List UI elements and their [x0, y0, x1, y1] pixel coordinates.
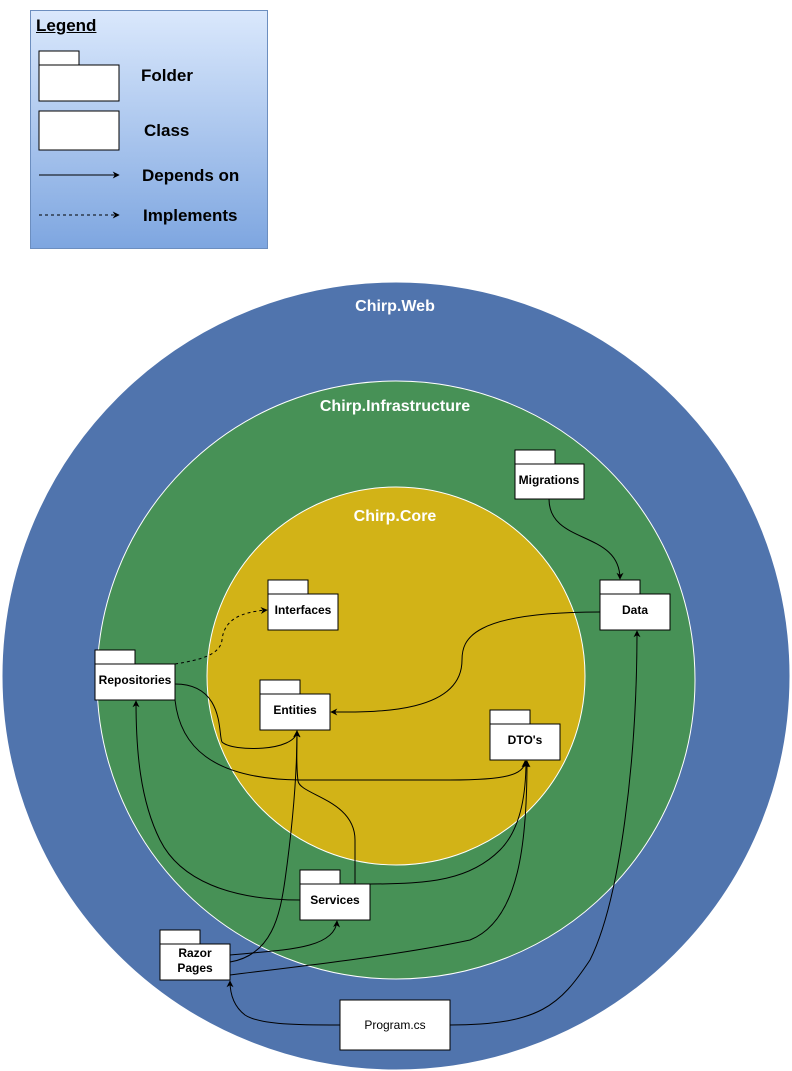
- folder-migrations-label: Migrations: [519, 473, 580, 487]
- folder-razor-pages-label-line2: Pages: [177, 961, 213, 975]
- legend-depends-label: Depends on: [142, 166, 240, 185]
- folder-repositories-label: Repositories: [99, 673, 172, 687]
- ring-infrastructure-label: Chirp.Infrastructure: [320, 398, 470, 415]
- folder-entities-label: Entities: [273, 703, 317, 717]
- legend-panel: Legend Folder Class Depends on Implement…: [30, 10, 268, 249]
- legend-folder-label: Folder: [141, 66, 193, 85]
- folder-entities[interactable]: Entities: [259, 679, 331, 731]
- folder-services[interactable]: Services: [299, 869, 371, 921]
- folder-dtos[interactable]: DTO's: [489, 709, 561, 761]
- edge-data-to-entities: [330, 611, 601, 716]
- edge-program-to-razor: [226, 980, 341, 1026]
- class-program[interactable]: Program.cs: [339, 999, 451, 1051]
- folder-repositories[interactable]: Repositories: [94, 649, 176, 701]
- folder-dtos-label: DTO's: [508, 733, 543, 747]
- folder-migrations[interactable]: Migrations: [514, 449, 585, 500]
- edge-program-to-data: [449, 630, 641, 1026]
- ring-core: [206, 486, 586, 866]
- folder-razor-pages-label-line1: Razor: [178, 946, 212, 960]
- legend-symbols: [38, 50, 120, 219]
- edge-migrations-to-data: [548, 498, 624, 580]
- legend-implements-label: Implements: [143, 206, 238, 225]
- ring-web-label: Chirp.Web: [355, 298, 435, 315]
- ring-core-label: Chirp.Core: [354, 508, 437, 525]
- class-program-label: Program.cs: [364, 1018, 425, 1032]
- legend-class-label: Class: [144, 121, 190, 140]
- folder-data[interactable]: Data: [599, 579, 671, 631]
- edge-repositories-to-entities: [174, 683, 301, 749]
- edge-razor-to-dtos: [229, 760, 531, 976]
- edge-repositories-implements-interfaces: [174, 606, 268, 665]
- folder-interfaces[interactable]: Interfaces: [267, 579, 339, 631]
- legend-title: Legend: [36, 16, 97, 35]
- edge-services-to-repositories: [132, 700, 301, 901]
- legend-folder-symbol: [38, 50, 120, 102]
- folder-services-label: Services: [310, 893, 360, 907]
- edge-razor-to-entities: [229, 730, 301, 963]
- folder-razor-pages[interactable]: Razor Pages: [159, 929, 231, 981]
- folder-interfaces-label: Interfaces: [275, 603, 332, 617]
- legend-class-symbol: [38, 110, 120, 151]
- edge-repositories-to-dtos: [174, 699, 529, 781]
- edge-services-to-dtos: [369, 760, 530, 885]
- folder-data-label: Data: [622, 603, 648, 617]
- edge-razor-to-services: [229, 920, 341, 956]
